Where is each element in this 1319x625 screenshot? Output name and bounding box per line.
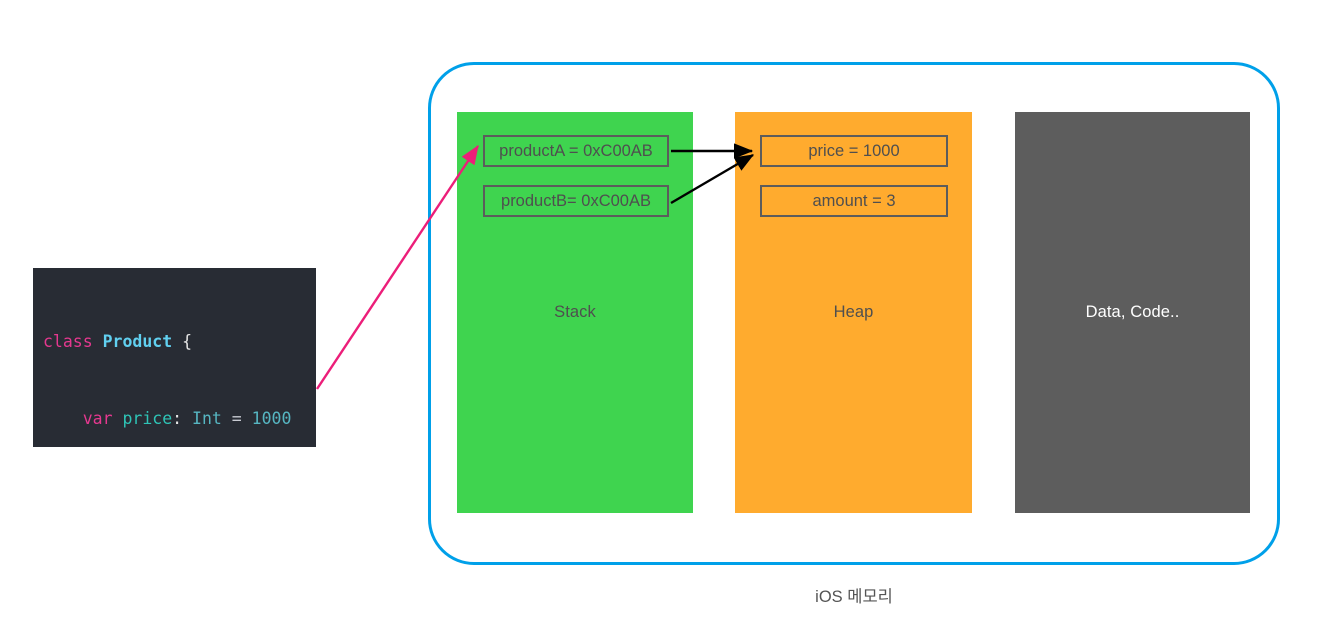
region-label-stack: Stack bbox=[554, 303, 596, 321]
code-token: { bbox=[172, 332, 193, 351]
heap-slot-price: price = 1000 bbox=[760, 135, 948, 167]
stack-slot-productA: productA = 0xC00AB bbox=[483, 135, 669, 167]
region-label-heap: Heap bbox=[833, 303, 874, 321]
code-token: 1000 bbox=[251, 408, 292, 428]
code-snippet: class Product { var price: Int = 1000 va… bbox=[33, 268, 316, 447]
region-heap bbox=[735, 112, 972, 513]
code-token: : bbox=[172, 408, 193, 428]
code-line: var price: Int = 1000 bbox=[43, 406, 316, 432]
region-stack bbox=[457, 112, 693, 513]
heap-slot-amount: amount = 3 bbox=[760, 185, 948, 217]
code-token bbox=[93, 332, 103, 351]
code-token: var bbox=[82, 408, 113, 428]
stack-slot-productB: productB= 0xC00AB bbox=[483, 185, 669, 217]
code-token: = bbox=[221, 408, 252, 428]
code-token: Product bbox=[102, 332, 173, 351]
region-label-data: Data, Code.. bbox=[1085, 303, 1180, 321]
code-token bbox=[43, 409, 83, 428]
code-token: price bbox=[122, 408, 173, 428]
region-data bbox=[1015, 112, 1250, 513]
code-token bbox=[113, 409, 123, 428]
code-line: class Product { bbox=[43, 329, 316, 355]
code-token: Int bbox=[192, 408, 222, 428]
diagram-caption: iOS 메모리 bbox=[815, 588, 893, 606]
code-token: class bbox=[43, 332, 93, 351]
